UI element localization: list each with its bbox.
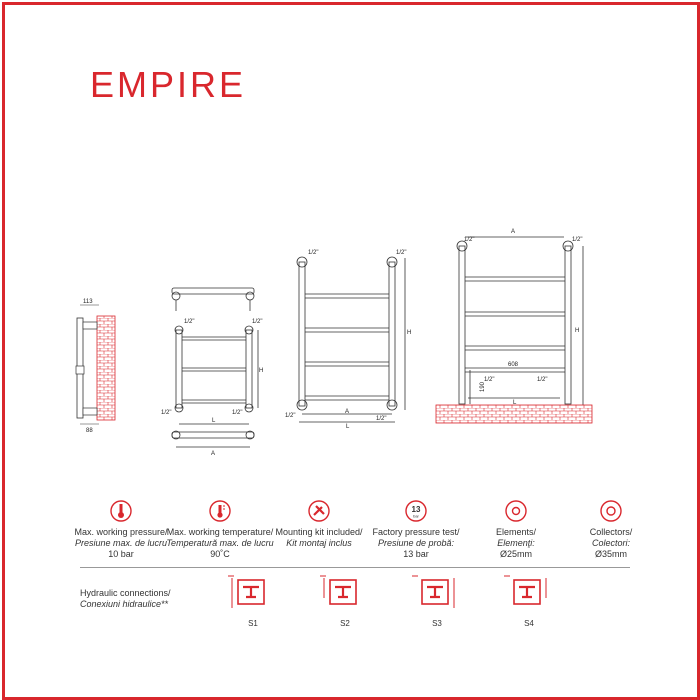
large-wall-brick	[435, 404, 593, 424]
svg-text:A: A	[345, 409, 349, 415]
connection-s4: S4	[504, 572, 554, 628]
svg-text:1/2": 1/2"	[376, 416, 386, 422]
side-dim-bottom: 88	[86, 428, 93, 434]
thermometer-icon	[110, 500, 132, 522]
spec-max-temperature: Max. working temperature/ Temperatură ma…	[165, 500, 275, 560]
connection-diagram-icon	[320, 575, 357, 605]
spec-pressure-test: 13 bar Factory pressure test/ Presiune d…	[361, 500, 471, 560]
svg-text:bar: bar	[413, 514, 419, 519]
connection-s2: S2	[320, 572, 370, 628]
svg-text:1/2": 1/2"	[396, 250, 406, 256]
temperature-icon	[209, 500, 231, 522]
svg-text:1/2": 1/2"	[484, 377, 494, 383]
svg-text:608: 608	[508, 362, 519, 368]
mounting-kit-icon	[308, 500, 330, 522]
svg-text:190: 190	[480, 381, 486, 392]
connection-diagram-icon	[228, 575, 265, 608]
svg-text:L: L	[346, 424, 350, 430]
svg-text:1/2": 1/2"	[184, 319, 194, 325]
small-radiator-drawing	[171, 287, 259, 448]
hydraulic-connections-label: Hydraulic connections/ Conexiuni hidraul…	[80, 588, 171, 609]
collector-circle-icon	[600, 500, 622, 522]
svg-text:1/2": 1/2"	[161, 410, 171, 416]
svg-text:1/2": 1/2"	[572, 237, 582, 243]
svg-text:H: H	[575, 328, 579, 334]
svg-text:A: A	[211, 451, 215, 457]
svg-text:1/2": 1/2"	[464, 237, 474, 243]
side-dim-top: 113	[83, 299, 93, 305]
pressure-test-icon: 13 bar	[405, 500, 427, 522]
large-radiator-drawing	[456, 236, 584, 405]
svg-text:L: L	[212, 418, 216, 424]
connection-s1: S1	[228, 572, 278, 628]
svg-text:1/2": 1/2"	[308, 250, 318, 256]
svg-text:1/2": 1/2"	[285, 413, 295, 419]
svg-text:A: A	[511, 229, 515, 235]
svg-text:1/2": 1/2"	[252, 319, 262, 325]
svg-text:H: H	[259, 368, 263, 374]
svg-text:L: L	[513, 400, 517, 406]
product-title: EMPIRE	[90, 64, 247, 105]
spec-max-pressure: Max. working pressure/ Presiune max. de …	[66, 500, 176, 560]
technical-drawings: 113 88 1/2" 1/2" 1/2" 1/2" L A H	[75, 229, 593, 457]
medium-radiator-drawing	[296, 256, 406, 423]
spec-mounting-kit: Mounting kit included/ Kit montaj inclus	[264, 500, 374, 549]
svg-text:1/2": 1/2"	[232, 410, 242, 416]
section-divider	[80, 567, 630, 568]
svg-text:13: 13	[412, 505, 421, 514]
svg-text:H: H	[407, 330, 411, 336]
spec-collectors: Collectors/ Colectori: Ø35mm	[556, 500, 666, 560]
element-circle-icon	[505, 500, 527, 522]
side-view-drawing: 113 88	[75, 299, 116, 434]
connection-diagram-icon	[504, 575, 547, 605]
connection-s3: S3	[412, 572, 462, 628]
svg-text:1/2": 1/2"	[537, 377, 547, 383]
spec-elements: Elements/ Elemenţi: Ø25mm	[461, 500, 571, 560]
connection-diagram-icon	[412, 575, 455, 608]
